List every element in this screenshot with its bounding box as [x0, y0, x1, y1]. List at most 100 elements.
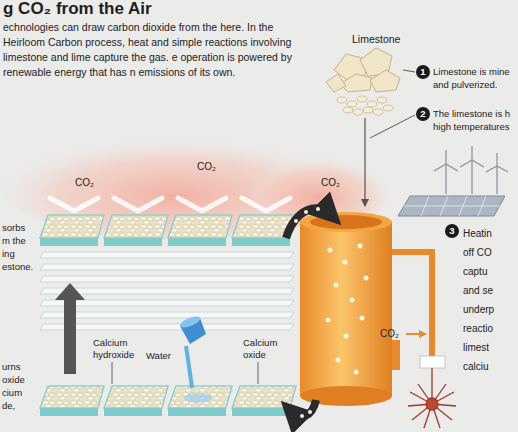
- line-shape: [112, 362, 113, 384]
- limestone-rocks: [326, 48, 400, 92]
- moving-pebbles: [294, 207, 320, 418]
- gas-label: CO₂: [75, 176, 94, 189]
- leader-lines: [112, 362, 258, 384]
- callout-leaders: [370, 70, 415, 138]
- circle-shape: [445, 224, 459, 238]
- polygon-shape: [40, 386, 104, 408]
- upper-trays: [40, 215, 296, 246]
- up-arrow: [55, 283, 85, 374]
- step-text: sorbs m the ing estone.: [2, 221, 33, 273]
- ellipse-shape: [367, 101, 377, 107]
- gas-label: CO₂: [321, 176, 340, 189]
- line-shape: [403, 70, 415, 72]
- line-shape: [404, 206, 500, 207]
- line-shape: [471, 160, 472, 194]
- circle-shape: [416, 107, 430, 121]
- callout-number: 3: [445, 224, 459, 238]
- callout-text: The limestone is h high temperatures: [433, 107, 513, 133]
- path-shape: [178, 198, 226, 211]
- path-shape: [50, 198, 98, 211]
- feed-line: [364, 118, 365, 206]
- ellipse-shape: [337, 97, 347, 103]
- circle-shape: [426, 398, 438, 410]
- rect-shape: [232, 238, 290, 246]
- ground-tile: [420, 356, 445, 368]
- circle-shape: [354, 370, 359, 375]
- ellipse-shape: [300, 212, 392, 232]
- circle-shape: [328, 248, 333, 253]
- rect-shape: [168, 408, 226, 416]
- ellipse-shape: [363, 107, 373, 113]
- polygon-shape: [40, 264, 294, 270]
- polygon-shape: [104, 215, 168, 238]
- line-shape: [496, 166, 497, 194]
- ellipse-shape: [353, 109, 363, 115]
- path-shape: [114, 198, 162, 211]
- circle-shape: [416, 65, 430, 79]
- circle-shape: [326, 318, 331, 323]
- polygon-shape: [340, 74, 372, 92]
- polygon-shape: [40, 215, 104, 238]
- step-text: urns oxide cium de,: [2, 360, 25, 412]
- lower-trays: [40, 386, 296, 416]
- circle-shape: [336, 358, 341, 363]
- rect-shape: [232, 408, 290, 416]
- line-shape: [459, 196, 467, 216]
- polygon-shape: [168, 386, 232, 408]
- ellipse-shape: [310, 215, 382, 229]
- circle-shape: [308, 410, 312, 414]
- ellipse-shape: [373, 109, 383, 115]
- circle-shape: [350, 298, 355, 303]
- circle-shape: [360, 316, 365, 321]
- wind-turbines: [434, 146, 508, 194]
- polygon-shape: [232, 386, 296, 408]
- part-label: Water: [146, 350, 171, 362]
- absorb-chevrons: [50, 198, 290, 211]
- callout-text: Limestone is mine and pulverized.: [433, 65, 513, 91]
- polygon-shape: [104, 386, 168, 408]
- co2-haze: [0, 130, 390, 240]
- polygon-shape: [40, 312, 294, 318]
- part-label: Limestone: [352, 33, 400, 46]
- line-shape: [445, 164, 446, 194]
- circle-shape: [344, 334, 349, 339]
- circle-shape: [294, 219, 298, 223]
- ellipse-shape: [343, 107, 353, 113]
- part-label: Calcium hydroxide: [93, 337, 134, 360]
- rect-shape: [168, 238, 226, 246]
- line-shape: [471, 146, 472, 160]
- line-shape: [421, 196, 429, 216]
- polygon-shape: [168, 215, 232, 238]
- line-shape: [434, 164, 446, 171]
- gas-label: CO₂: [197, 160, 216, 173]
- co2-pipe: [392, 252, 432, 356]
- ellipse-shape: [178, 314, 201, 330]
- tray-stack: [40, 252, 294, 330]
- path-shape: [242, 198, 290, 211]
- line-shape: [258, 362, 259, 384]
- circle-shape: [334, 283, 339, 288]
- circle-shape: [316, 207, 320, 211]
- polygon-shape: [326, 74, 346, 92]
- callout-number: 1: [416, 65, 430, 79]
- polygon-shape: [40, 276, 294, 282]
- circle-shape: [300, 414, 304, 418]
- ellipse-shape: [347, 101, 357, 107]
- line-shape: [496, 153, 497, 166]
- diagram-title: g CO₂ from the Air: [3, 0, 152, 18]
- solar-panel: [398, 196, 505, 216]
- circle-shape: [358, 244, 363, 249]
- polygon-shape: [40, 252, 294, 258]
- ellipse-shape: [377, 97, 387, 103]
- transfer-arrow: [292, 400, 316, 416]
- line-shape: [446, 164, 458, 171]
- callout-number: 2: [416, 107, 430, 121]
- line-shape: [460, 160, 472, 167]
- polygon-shape: [370, 70, 400, 92]
- ellipse-shape: [383, 105, 393, 111]
- polygon-shape: [40, 300, 294, 306]
- rect-shape: [300, 222, 392, 396]
- callout-text: Heatin off CO captu and se underp reacti…: [463, 224, 494, 376]
- part-label: Calcium oxide: [243, 337, 277, 360]
